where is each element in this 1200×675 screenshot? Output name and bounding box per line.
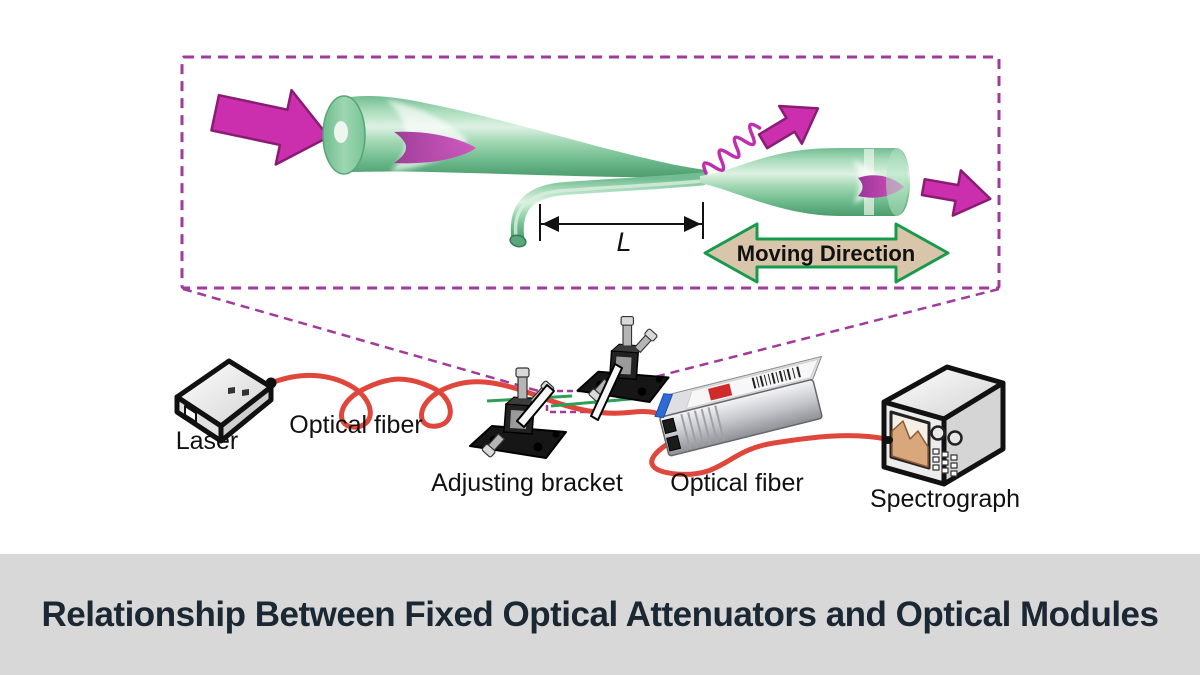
optical-fiber-left-label: Optical fiber: [289, 411, 422, 439]
callout-line-left: [182, 287, 550, 396]
laser-device: [174, 358, 277, 444]
figure-title: Relationship Between Fixed Optical Atten…: [41, 594, 1159, 634]
adjusting-bracket-label: Adjusting bracket: [431, 469, 623, 497]
inset-border: [180, 55, 1001, 290]
bracket-stage: [576, 315, 670, 404]
module-port-bottom: [666, 435, 682, 452]
callout-line-right: [595, 287, 1000, 394]
module-latch-blue: [654, 393, 674, 419]
optical-fiber-right-label: Optical fiber: [670, 469, 803, 497]
output-light-arrow: [920, 169, 992, 217]
output-arrow-shape: [920, 169, 992, 217]
sine-wave: [702, 122, 762, 175]
fiber-core-highlight: [334, 121, 348, 143]
length-label: L: [616, 227, 631, 257]
laser-port-small-2: [242, 389, 249, 396]
spectrograph-device: [881, 364, 1006, 487]
fiber-holder-rod: [516, 384, 555, 428]
laser-port-small-1: [228, 386, 235, 394]
dimension-arrow-right: [684, 216, 701, 232]
laser-label: Laser: [176, 427, 239, 455]
radiated-arrow-shape: [757, 104, 820, 150]
dimension-arrow-left: [542, 216, 559, 232]
output-fiber-endface: [886, 148, 908, 216]
moving-arrow-shape: [703, 222, 950, 284]
laser-side-face: [218, 384, 274, 444]
module-red-label: [708, 383, 733, 401]
input-light-arrow: [210, 88, 330, 166]
input-fiber-taper: [322, 95, 706, 178]
moving-direction-label: Moving Direction: [737, 241, 915, 266]
screen-waveform: [891, 420, 929, 468]
spectrograph-keypad: [932, 448, 958, 477]
spectrograph-knob-1: [930, 425, 946, 441]
elbow-opening: [509, 234, 527, 248]
fiber-holder-rod: [590, 363, 623, 421]
fiber-coil-left: [268, 373, 677, 430]
callout-lines: [182, 287, 1000, 414]
inset-zoom-panel: L Moving Direction: [180, 55, 1001, 290]
radiated-wave: [702, 122, 762, 175]
taper-region-marker: [545, 389, 598, 414]
module-barcode: [751, 366, 801, 389]
laser-port-square: [184, 405, 197, 423]
module-port-top: [661, 417, 677, 435]
laser-output-connector: [265, 377, 277, 389]
elbow-highlight: [513, 179, 704, 238]
title-banner: Relationship Between Fixed Optical Atten…: [0, 554, 1200, 675]
module-ridges: [680, 405, 725, 450]
fiber-coil-right: [649, 425, 889, 477]
radiated-light-arrow: [757, 104, 820, 150]
spectrograph-input-port: [883, 436, 893, 444]
experimental-setup: Laser Optical fiber Adjusting bracket Op…: [174, 315, 1020, 513]
spectrograph-label: Spectrograph: [870, 485, 1020, 513]
guided-light-cone-left: [394, 131, 476, 164]
adjusting-bracket-left: [469, 367, 567, 459]
output-fiber-elbow: [509, 172, 709, 248]
spectrograph-knob-2: [947, 430, 963, 446]
length-dimension: [539, 202, 704, 241]
sfp-module: [654, 355, 823, 457]
input-light-arrow-shape: [210, 88, 330, 166]
moving-direction-arrow: Moving Direction: [703, 222, 950, 284]
adjusting-bracket-right: [576, 315, 670, 421]
output-fiber-body: [700, 148, 910, 216]
